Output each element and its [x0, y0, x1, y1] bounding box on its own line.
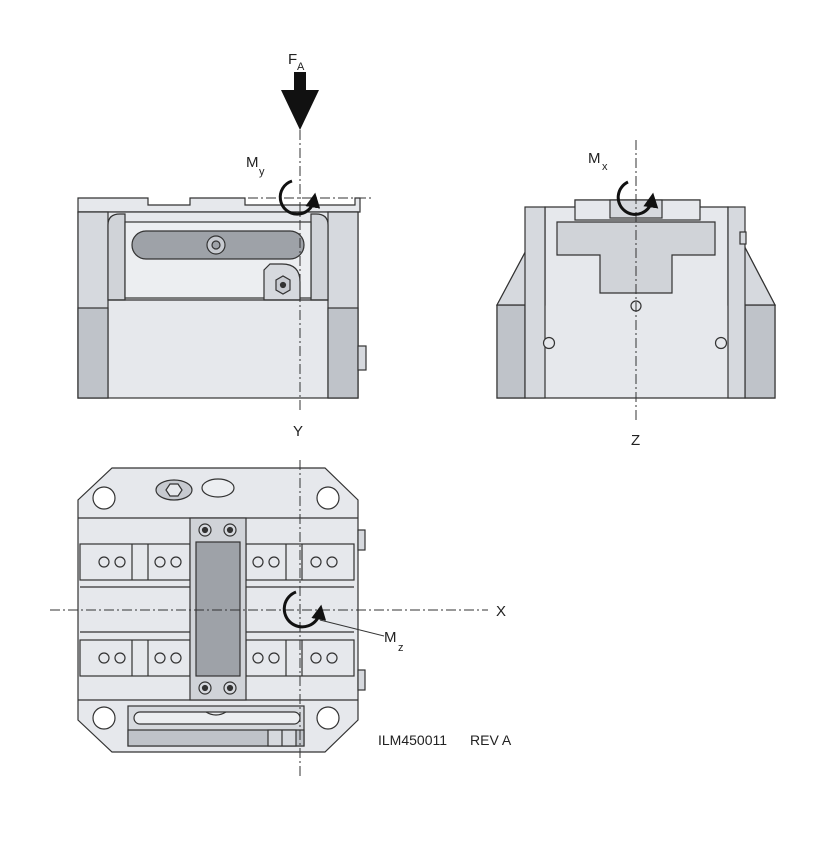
- force-label: F A: [288, 51, 305, 73]
- moment-x-subscript: x: [602, 161, 608, 173]
- drawing-number: ILM450011: [378, 732, 447, 748]
- front-view: [77, 197, 367, 399]
- moment-x-symbol: M: [588, 150, 601, 167]
- axis-x-label: X: [496, 603, 506, 620]
- revision-label: REV A: [470, 732, 512, 748]
- moment-y-subscript: y: [259, 166, 265, 178]
- moment-y-arrow: [278, 179, 321, 216]
- moment-y-label: M y: [246, 154, 265, 178]
- moment-z-symbol: M: [384, 629, 397, 646]
- moment-x-arrow: [616, 180, 659, 216]
- moment-z-subscript: z: [398, 642, 404, 654]
- axis-y-label: Y: [293, 423, 303, 440]
- moment-x-label: M x: [588, 150, 608, 173]
- moment-z-label: M z: [384, 629, 404, 654]
- force-symbol: F: [288, 51, 297, 68]
- moment-y-symbol: M: [246, 154, 259, 171]
- center-lines: [50, 130, 637, 778]
- force-subscript: A: [297, 61, 305, 73]
- moment-z-arrow: [282, 590, 327, 629]
- axis-z-label: Z: [631, 432, 640, 449]
- force-arrow: [281, 72, 319, 130]
- moment-z-leader: [319, 619, 385, 637]
